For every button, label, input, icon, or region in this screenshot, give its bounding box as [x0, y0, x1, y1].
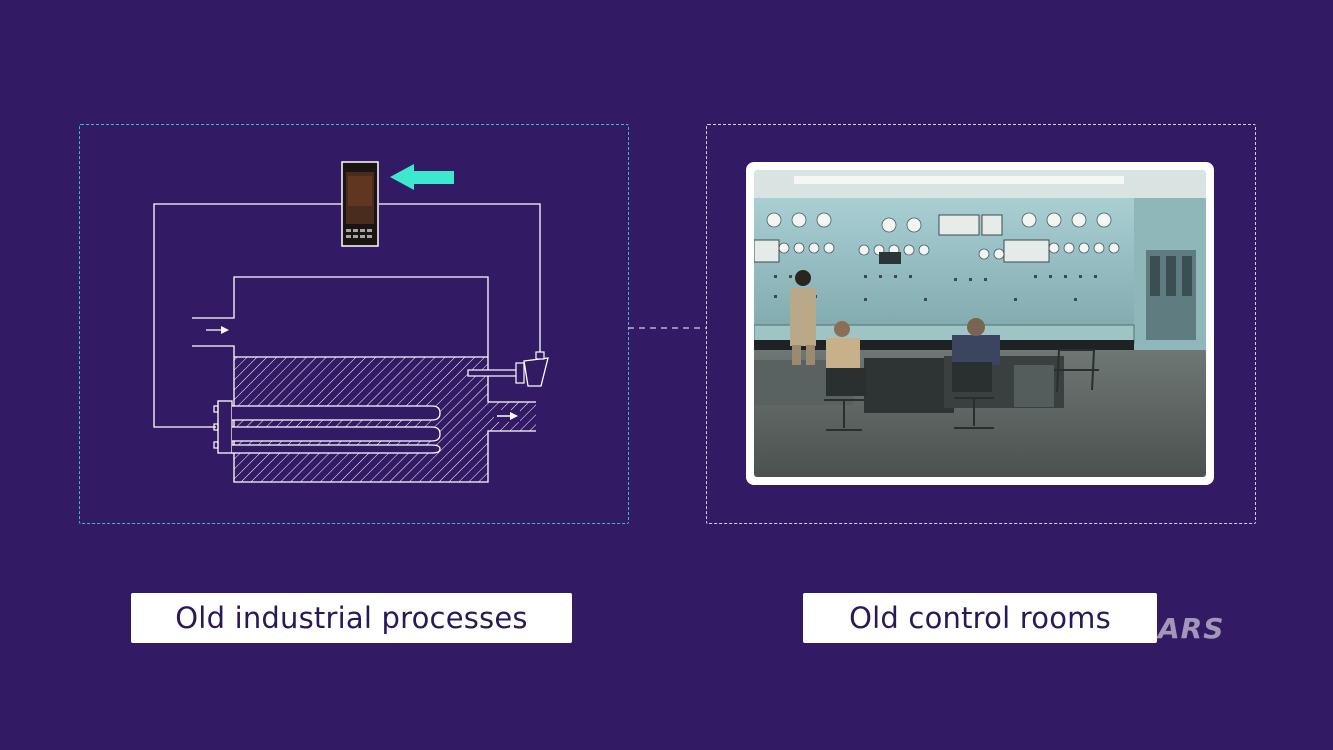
inlet-arrow-icon — [206, 326, 229, 334]
arrow-left-icon — [390, 164, 454, 190]
outlet-arrow-icon — [494, 410, 520, 422]
control-loop-wire — [153, 203, 342, 428]
control-room-photo — [754, 170, 1206, 477]
control-rooms-label: Old control rooms — [803, 593, 1157, 643]
heating-element-icon — [213, 400, 441, 454]
operator-figures — [790, 270, 1000, 396]
industrial-process-panel — [79, 124, 629, 524]
temperature-sensor-icon — [467, 351, 549, 387]
control-room-panel — [706, 124, 1256, 524]
watermark-logo: ARS — [1158, 612, 1225, 645]
control-room-photo-frame — [746, 162, 1214, 485]
sensor-wire — [379, 203, 541, 355]
industrial-processes-label: Old industrial processes — [131, 593, 572, 643]
controller-device-icon — [341, 161, 379, 247]
